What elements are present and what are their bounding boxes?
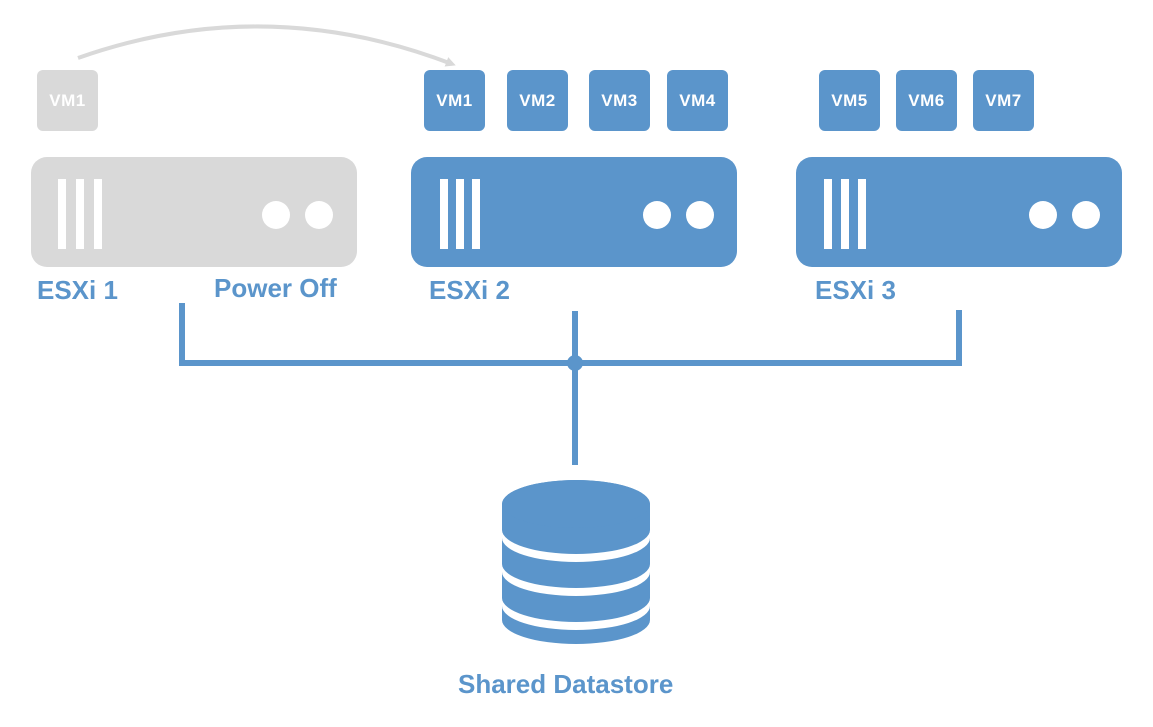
host-label-esxi2: ESXi 2 — [429, 275, 510, 305]
host-label-esxi1: ESXi 1 — [37, 275, 118, 305]
server-esxi3[interactable] — [796, 157, 1122, 267]
server-drive-bay-icon — [824, 179, 832, 249]
vm-label: VM3 — [601, 90, 638, 110]
server-led-icon — [686, 201, 714, 229]
server-drive-bay-icon — [472, 179, 480, 249]
vm-label: VM1 — [49, 90, 86, 110]
server-led-icon — [305, 201, 333, 229]
server-drive-bay-icon — [456, 179, 464, 249]
bus-junction — [567, 355, 583, 371]
vm-label: VM5 — [831, 90, 868, 110]
host-status-power-off: Power Off — [214, 273, 337, 303]
vm-label: VM4 — [679, 90, 716, 110]
vm-box[interactable]: VM6 — [896, 70, 957, 131]
database-icon — [502, 480, 650, 644]
server-drive-bay-icon — [858, 179, 866, 249]
vm-migrated-source[interactable]: VM1 — [37, 70, 98, 131]
server-led-icon — [1029, 201, 1057, 229]
vm-box[interactable]: VM1 — [424, 70, 485, 131]
vm-box[interactable]: VM5 — [819, 70, 880, 131]
server-drive-bay-icon — [76, 179, 84, 249]
host-label-esxi3: ESXi 3 — [815, 275, 896, 305]
vm-label: VM2 — [519, 90, 556, 110]
server-led-icon — [643, 201, 671, 229]
migration-arrow — [77, 24, 456, 67]
vm-box[interactable]: VM2 — [507, 70, 568, 131]
server-led-icon — [1072, 201, 1100, 229]
vm-box[interactable]: VM3 — [589, 70, 650, 131]
server-drive-bay-icon — [841, 179, 849, 249]
server-drive-bay-icon — [440, 179, 448, 249]
server-esxi1[interactable] — [31, 157, 357, 267]
vm-box[interactable]: VM7 — [973, 70, 1034, 131]
server-drive-bay-icon — [58, 179, 66, 249]
vm-label: VM7 — [985, 90, 1022, 110]
vm-label: VM6 — [908, 90, 945, 110]
vm-label: VM1 — [436, 90, 473, 110]
vm-box[interactable]: VM4 — [667, 70, 728, 131]
server-esxi2[interactable] — [411, 157, 737, 267]
server-led-icon — [262, 201, 290, 229]
datastore-label: Shared Datastore — [458, 669, 674, 699]
server-drive-bay-icon — [94, 179, 102, 249]
